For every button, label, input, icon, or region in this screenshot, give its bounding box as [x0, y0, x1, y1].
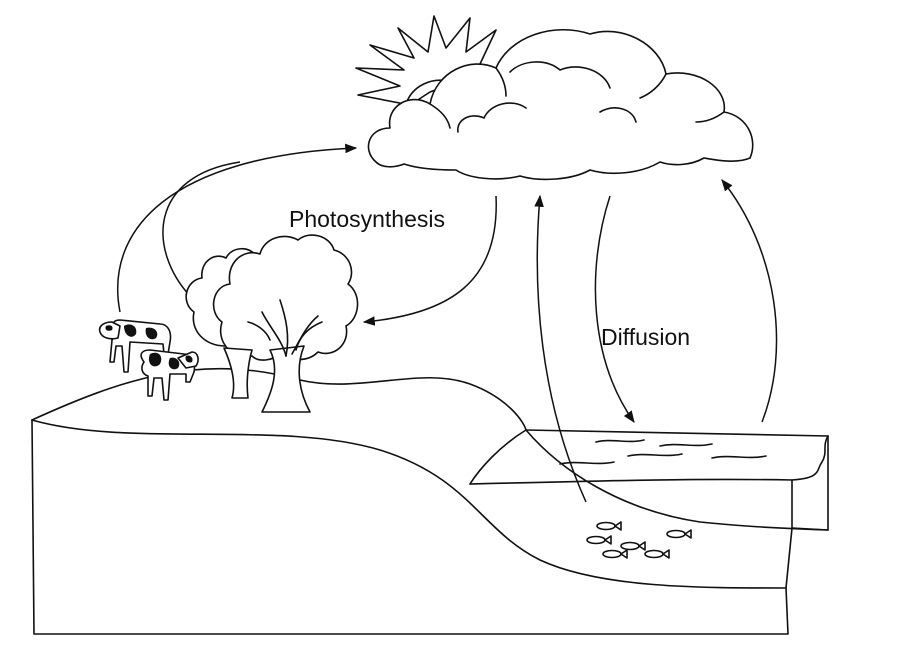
arrow-cloud-to-ocean — [594, 195, 635, 423]
arrow-cows-to-cloud — [116, 143, 358, 313]
ocean-shore — [469, 429, 527, 485]
land-slope — [31, 419, 787, 589]
ocean-back-edge — [525, 429, 829, 437]
cow-back — [98, 319, 172, 373]
ocean-right-side — [785, 479, 793, 589]
ocean-right-edge — [791, 435, 829, 481]
arrow-ocean-to-cloud — [534, 194, 587, 503]
tree-icon — [185, 234, 359, 413]
block-front — [31, 419, 789, 635]
arrow-trees-to-cloud — [162, 161, 241, 297]
cloud-icon — [367, 29, 754, 181]
land-surface — [31, 367, 527, 431]
fish-icon — [586, 521, 692, 559]
cycle-arrows — [116, 143, 778, 503]
seafloor-line — [525, 429, 829, 531]
arrow-cloud-to-trees — [362, 195, 497, 326]
ocean-right-side-back — [791, 435, 829, 531]
cow-icon — [98, 319, 199, 401]
ocean-front-edge — [469, 478, 793, 485]
photosynthesis-label: Photosynthesis — [289, 206, 445, 232]
cow-front — [140, 349, 199, 401]
diffusion-label: Diffusion — [601, 324, 691, 350]
landscape-block — [31, 367, 829, 635]
arrow-ocean-to-air — [721, 179, 778, 423]
